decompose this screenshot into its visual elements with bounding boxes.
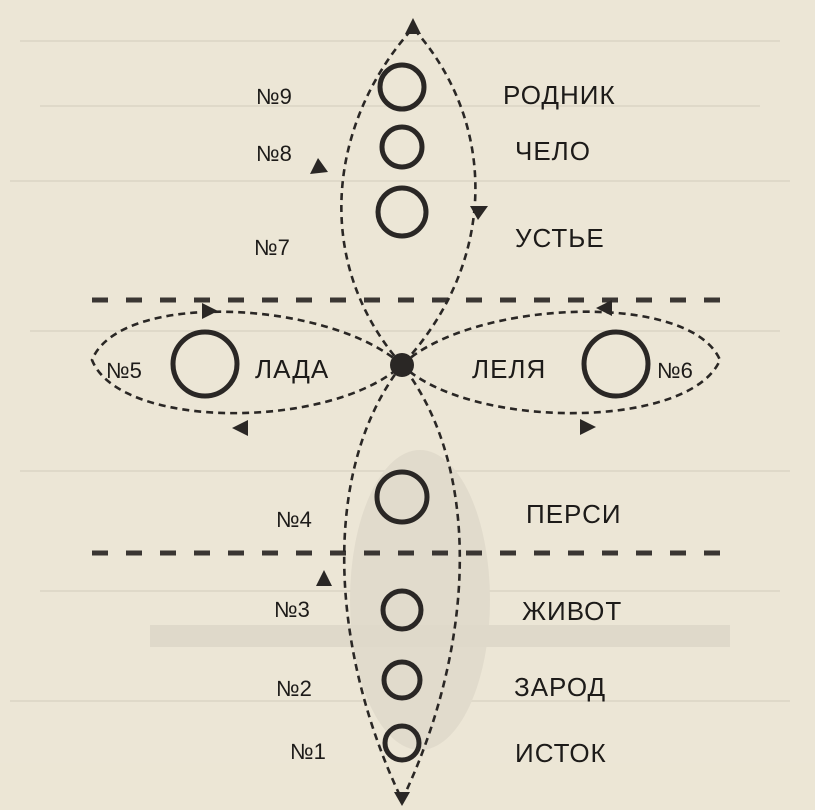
label-uste: УСТЬЕ [515, 223, 605, 253]
arrow-left-petal-icon [202, 303, 218, 319]
ring-rodnik [377, 62, 427, 112]
ring-lada [170, 329, 240, 399]
petal-top [340, 26, 477, 366]
num-lada: №5 [106, 358, 142, 383]
arrowheads [202, 18, 612, 806]
num-persi: №4 [276, 507, 312, 532]
label-chelo: ЧЕЛО [515, 136, 591, 166]
arrow-bottom-icon [394, 792, 410, 806]
central-node [390, 353, 414, 377]
label-lelya: ЛЕЛЯ [472, 354, 546, 384]
arrow-right-lower-icon [580, 419, 596, 435]
ring-zhivot [380, 588, 424, 632]
ring-lelya [581, 329, 651, 399]
num-chelo: №8 [256, 141, 292, 166]
arrow-right-petal-icon [596, 300, 612, 316]
arrow-left-upper-icon [310, 158, 328, 174]
ring-istok [382, 723, 422, 763]
arrow-left-lower-icon [232, 420, 248, 436]
label-rodnik: РОДНИК [503, 80, 616, 110]
energy-petals [90, 26, 722, 804]
center-labels: ИСТОК ЗАРОД ЖИВОТ ПЕРСИ ЛАДА ЛЕЛЯ УСТЬЕ … [255, 80, 622, 768]
label-persi: ПЕРСИ [526, 499, 622, 529]
arrow-right-upper-icon [470, 206, 488, 220]
label-zhivot: ЖИВОТ [522, 596, 622, 626]
arrow-top-icon [405, 18, 421, 34]
num-lelya: №6 [657, 358, 693, 383]
num-zhivot: №3 [274, 597, 310, 622]
ring-zarod [381, 659, 423, 701]
petal-bottom [342, 364, 462, 804]
petal-right [401, 310, 722, 415]
ring-uste [375, 185, 429, 239]
chakra-rings [170, 62, 651, 763]
num-uste: №7 [254, 235, 290, 260]
num-istok: №1 [290, 739, 326, 764]
num-rodnik: №9 [256, 84, 292, 109]
arrow-lower-left-icon [316, 570, 332, 586]
ring-chelo [379, 124, 425, 170]
num-zarod: №2 [276, 676, 312, 701]
petal-left [90, 310, 403, 415]
center-numbers: №1 №2 №3 №4 №5 №6 №7 №8 №9 [106, 84, 693, 764]
label-lada: ЛАДА [255, 354, 329, 384]
label-istok: ИСТОК [515, 738, 607, 768]
label-zarod: ЗАРОД [514, 672, 606, 702]
ring-persi [374, 469, 430, 525]
